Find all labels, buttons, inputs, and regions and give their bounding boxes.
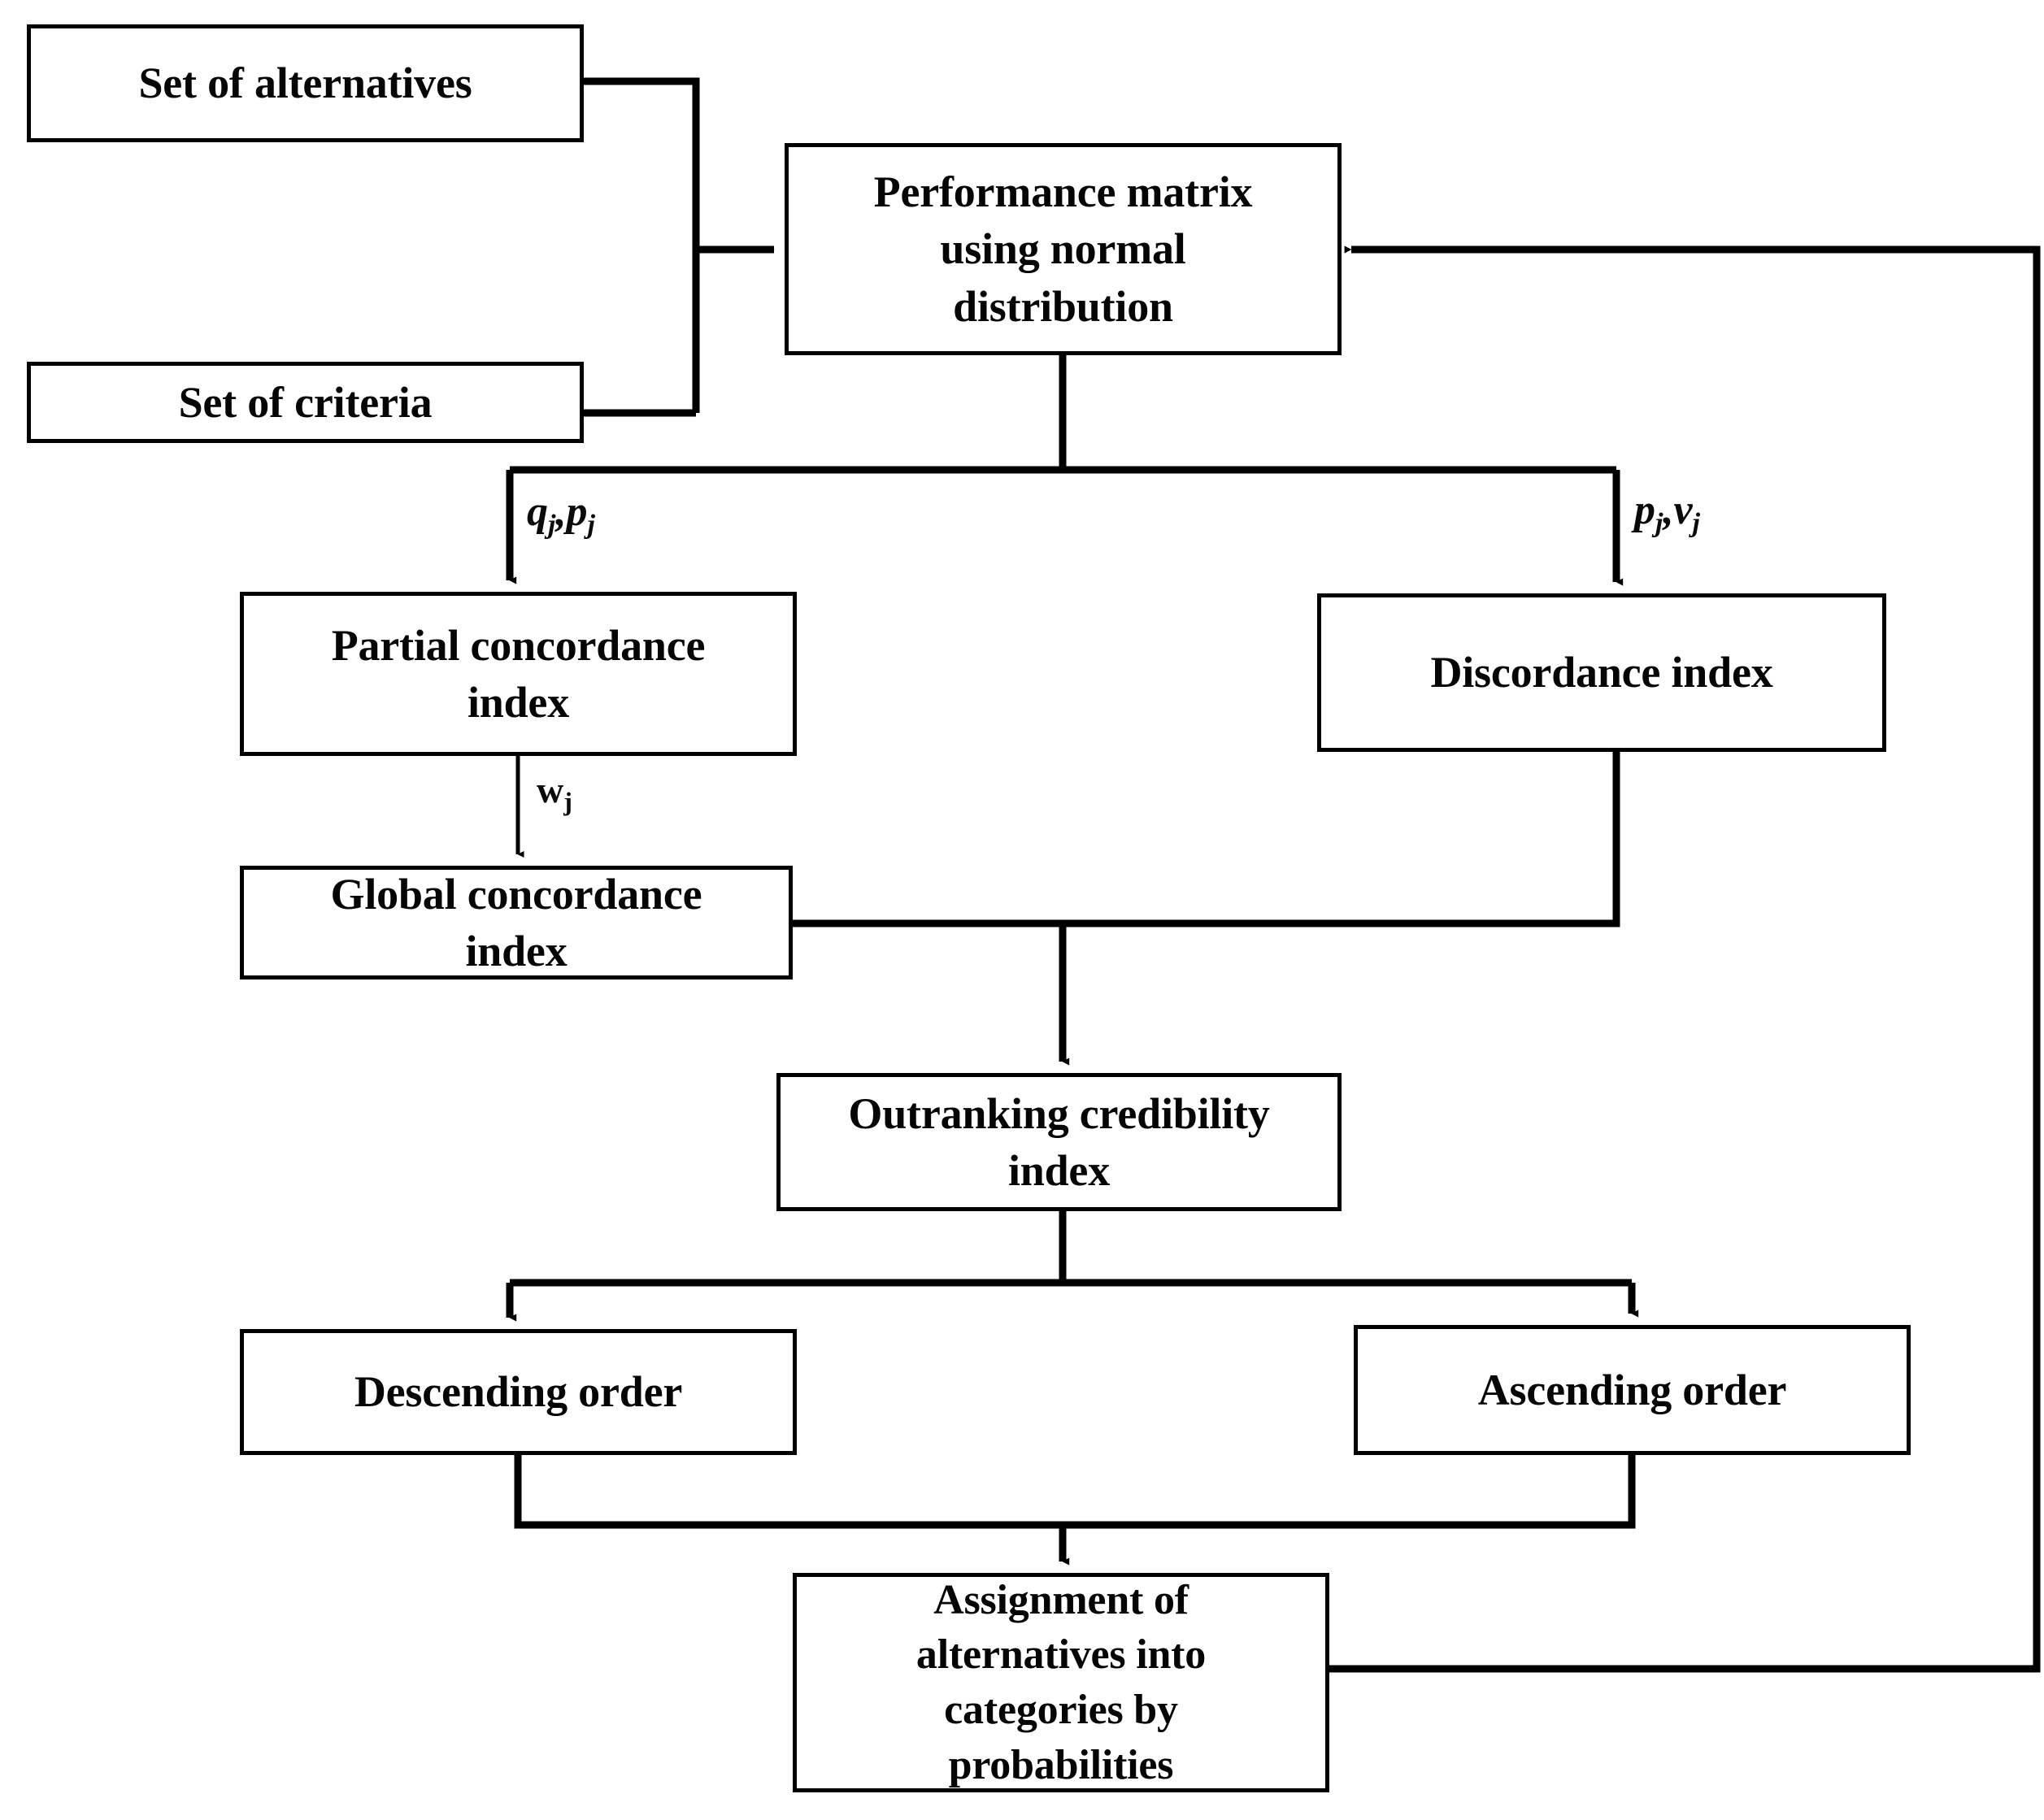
edge-label-v-var: v (1673, 487, 1693, 533)
node-label-outranking-credibility-index: Outranking credibility index (848, 1088, 1270, 1195)
edge-label-q-var: q (527, 489, 548, 535)
edge-label-w: wj (537, 768, 572, 817)
edge-discordance-to-junction (1063, 752, 1620, 927)
node-label-ascending-order: Ascending order (1477, 1365, 1787, 1414)
edge-descending-to-merge (514, 1455, 1063, 1529)
node-global-concordance-index[interactable]: Global concordance index (240, 866, 793, 979)
edge-label-p-v-sep: , (1663, 487, 1674, 533)
edge-label-q-p-sep: , (555, 489, 567, 535)
node-discordance-index[interactable]: Discordance index (1317, 593, 1886, 752)
edge-label-q-sub: j (548, 510, 556, 541)
edge-label-v-sub: j (1692, 508, 1700, 539)
node-assignment-of-alternatives[interactable]: Assignment of alternatives into categori… (793, 1573, 1329, 1792)
node-label-partial-concordance-index: Partial concordance index (331, 620, 706, 727)
node-label-set-of-alternatives: Set of alternatives (138, 59, 472, 108)
edge-label-p-v: pj,vj (1634, 486, 1700, 539)
node-set-of-alternatives[interactable]: Set of alternatives (27, 24, 584, 142)
edge-alternatives-to-merge (584, 77, 700, 413)
edge-assignment-feedback-to-performance-matrix (1329, 245, 2041, 1673)
edge-label-p-var: p (566, 489, 588, 535)
node-label-performance-matrix: Performance matrix using normal distribu… (873, 167, 1253, 331)
node-set-of-criteria[interactable]: Set of criteria (27, 362, 584, 443)
edge-label-q-p: qj,pj (527, 488, 595, 541)
node-ascending-order[interactable]: Ascending order (1354, 1325, 1911, 1455)
edge-label-w-sub: j (563, 786, 572, 816)
node-label-set-of-criteria: Set of criteria (178, 377, 433, 427)
node-label-discordance-index: Discordance index (1430, 648, 1773, 697)
edge-label-p2-var: p (1634, 487, 1655, 533)
node-partial-concordance-index[interactable]: Partial concordance index (240, 592, 797, 756)
edge-ascending-to-merge (1063, 1455, 1636, 1529)
edge-label-p-sub: j (587, 510, 595, 541)
edge-label-p2-sub: j (1655, 508, 1663, 539)
edge-label-w-var: w (537, 769, 564, 810)
node-performance-matrix[interactable]: Performance matrix using normal distribu… (785, 143, 1342, 355)
node-label-global-concordance-index: Global concordance index (330, 869, 702, 975)
node-label-assignment-of-alternatives: Assignment of alternatives into categori… (915, 1576, 1207, 1788)
node-descending-order[interactable]: Descending order (240, 1329, 797, 1455)
node-label-descending-order: Descending order (354, 1367, 683, 1417)
node-outranking-credibility-index[interactable]: Outranking credibility index (776, 1073, 1342, 1211)
